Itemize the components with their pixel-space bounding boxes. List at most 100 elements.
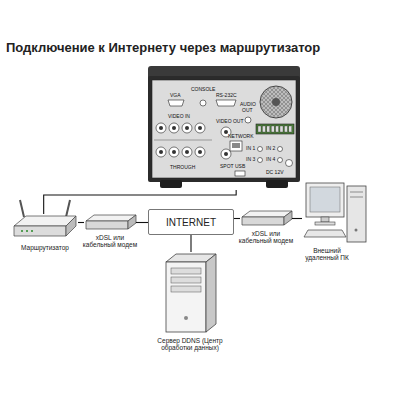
- remote-pc: [347, 186, 366, 242]
- bnc-connector: [198, 126, 202, 130]
- bnc-connector: [156, 123, 231, 159]
- bnc-connector: [185, 126, 189, 130]
- modem: [284, 211, 292, 225]
- remote-pc: [304, 230, 346, 237]
- panel-label: USB: [235, 164, 245, 170]
- audio-jack: [245, 117, 251, 123]
- audio-in-jack: [258, 158, 263, 163]
- terminal-block: [289, 126, 292, 132]
- remote-pc: [315, 222, 335, 225]
- bnc-connector: [224, 152, 228, 156]
- bnc-connector: [172, 150, 176, 154]
- bnc-connector: [221, 149, 231, 159]
- panel-label: VGA: [170, 93, 181, 99]
- router: [14, 226, 66, 236]
- terminal-block: [267, 126, 270, 132]
- bnc-connector: [169, 147, 179, 157]
- bnc-connector: [156, 147, 166, 157]
- bnc-connector: [182, 147, 192, 157]
- device-label: xDSL или кабельный модем: [80, 234, 140, 249]
- panel-label: IN 4: [266, 157, 275, 163]
- panel-label: NETWORK: [228, 134, 254, 140]
- device-label: Маршрутизатор: [8, 244, 82, 251]
- ddns-server: [206, 254, 216, 332]
- router: [26, 230, 28, 232]
- panel-label: VIDEO OUT: [216, 119, 244, 125]
- power-jack: [286, 160, 293, 167]
- terminal-block: [262, 126, 265, 132]
- panel-label: RS-232C: [216, 93, 237, 99]
- bnc-connector: [198, 150, 202, 154]
- modem: [128, 215, 136, 229]
- ddns-server: [171, 286, 201, 292]
- terminal-block: [271, 126, 274, 132]
- panel-label: VIDEO IN: [168, 114, 190, 120]
- fan: [261, 87, 291, 117]
- router: [14, 200, 76, 236]
- audio-in-jack: [278, 147, 283, 152]
- bnc-connector: [224, 130, 228, 134]
- terminal-block: [256, 124, 294, 134]
- terminal-block: [258, 126, 292, 132]
- remote-pc: Внешний удаленный ПК: [302, 180, 370, 244]
- network-port: [232, 143, 240, 148]
- bnc-connector: [159, 150, 163, 154]
- internet-box: INTERNET: [148, 209, 234, 235]
- ddns-server: [166, 254, 216, 332]
- network-cable: [234, 218, 240, 219]
- panel-label: IN 2: [266, 146, 275, 152]
- bnc-connector: [195, 147, 205, 157]
- bnc-connector: [185, 150, 189, 154]
- network-cable: [292, 218, 302, 219]
- modem: [242, 211, 292, 225]
- ddns-server: [171, 277, 201, 283]
- router: [31, 230, 33, 232]
- usb-port: [235, 171, 245, 176]
- network-cable: [136, 222, 148, 223]
- panel-label: CONSOLE: [191, 87, 215, 93]
- terminal-block: [280, 126, 283, 132]
- modem-device: xDSL или кабельный модем: [84, 214, 136, 231]
- bnc-connector: [156, 123, 166, 133]
- dvr-foot: [266, 180, 288, 188]
- bnc-connector: [182, 123, 192, 133]
- dvr-device: VGA CONSOLERS-232C VIDEO IN THROUGH VIDEO OU…: [148, 66, 300, 190]
- device-label: Внешний удаленный ПК: [302, 247, 352, 262]
- bnc-connector: [159, 126, 163, 130]
- router: [66, 216, 76, 236]
- terminal-block: [284, 126, 287, 132]
- fan: [272, 98, 280, 106]
- modem-device: xDSL или кабельный модем: [240, 210, 292, 227]
- ddns-server: [184, 316, 188, 320]
- modem: [86, 215, 136, 221]
- modem: [242, 217, 284, 225]
- bnc-connector: [195, 123, 205, 133]
- router: [20, 200, 24, 217]
- vga-port: [168, 100, 184, 106]
- page-title: Подключение к Интернету через маршрутиза…: [6, 40, 320, 55]
- bnc-connector: [169, 123, 179, 133]
- router: [66, 200, 70, 217]
- router: [14, 216, 76, 226]
- network-port: [230, 141, 242, 151]
- fan: [260, 86, 292, 118]
- ddns-server: Сервер DDNS (Центр обработки данных): [158, 252, 222, 334]
- dvr-foot: [160, 180, 182, 188]
- network-cable: [78, 222, 84, 223]
- panel-label: THROUGH: [170, 165, 195, 171]
- audio-in-jack: [258, 147, 263, 152]
- panel-label: IN 1: [246, 146, 255, 152]
- terminal-block: [276, 126, 279, 132]
- bnc-connector: [172, 126, 176, 130]
- panel-label: IN 3: [246, 157, 255, 163]
- dvr-rear-panel: [148, 76, 300, 182]
- remote-pc: [304, 183, 366, 242]
- ddns-server: [166, 262, 206, 332]
- audio-in-jack: [278, 158, 283, 163]
- panel-divider: [154, 140, 212, 141]
- remote-pc: [310, 187, 340, 212]
- panel-label: DC 12V: [266, 170, 284, 176]
- remote-pc: [350, 192, 363, 193]
- terminal-block: [258, 126, 261, 132]
